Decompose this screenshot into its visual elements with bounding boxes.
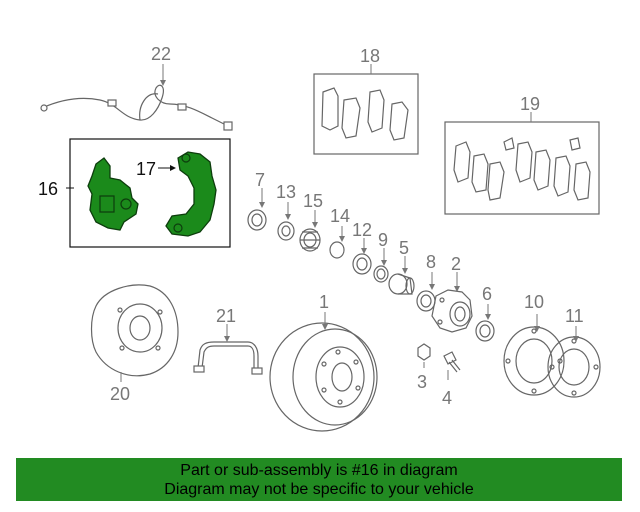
callout-7: 7 [255, 170, 265, 190]
callout-13: 13 [276, 182, 296, 202]
callout-8: 8 [426, 252, 436, 272]
part-17-caliper-bracket[interactable] [165, 151, 217, 237]
part-16-caliper[interactable] [87, 157, 139, 231]
callout-1: 1 [319, 292, 329, 312]
callout-14: 14 [330, 206, 350, 226]
part-10-gasket[interactable] [503, 314, 565, 396]
part-6-seal[interactable] [475, 304, 495, 342]
part-3-nut[interactable] [417, 343, 431, 368]
callout-12: 12 [352, 220, 372, 240]
part-11-gasket[interactable] [547, 326, 601, 398]
info-banner-line-2: Diagram may not be specific to your vehi… [164, 480, 474, 498]
part-7-seal[interactable] [247, 188, 267, 231]
part-1-disc-rotor[interactable] [269, 312, 378, 432]
callout-9: 9 [378, 230, 388, 250]
callout-21: 21 [216, 306, 236, 326]
callout-3: 3 [417, 372, 427, 392]
part-12-bearing[interactable] [352, 238, 372, 275]
part-8-seal[interactable] [416, 272, 436, 312]
callout-4: 4 [442, 388, 452, 408]
info-banner-line-1: Part or sub-assembly is #16 in diagram [180, 461, 458, 479]
callout-20: 20 [110, 384, 130, 404]
part-15-bearing[interactable] [299, 210, 321, 252]
part-9-ring[interactable] [373, 248, 389, 283]
part-14-snap-ring[interactable] [329, 226, 345, 259]
part-2-hub[interactable] [431, 272, 473, 333]
part-20-backing-plate[interactable] [90, 284, 179, 382]
callout-2: 2 [451, 254, 461, 274]
callout-5: 5 [399, 238, 409, 258]
callout-11: 11 [565, 306, 584, 326]
callout-17: 17 [136, 159, 156, 179]
callout-15: 15 [303, 191, 323, 211]
callout-22: 22 [151, 44, 171, 64]
callout-19: 19 [520, 94, 540, 114]
callout-10: 10 [524, 292, 544, 312]
callout-6: 6 [482, 284, 492, 304]
part-21-brake-hose[interactable] [193, 324, 263, 375]
callout-16: 16 [38, 179, 58, 199]
part-22-abs-sensor-wire[interactable] [40, 64, 233, 131]
info-banner: Part or sub-assembly is #16 in diagram D… [16, 458, 622, 501]
part-5-spacer[interactable] [388, 256, 415, 295]
part-16-17-caliper-group[interactable] [66, 138, 231, 248]
part-4-bolt[interactable] [443, 351, 461, 380]
callout-18: 18 [360, 46, 380, 66]
part-18-brake-pad-set[interactable] [313, 64, 419, 155]
part-13-bearing-race[interactable] [277, 202, 295, 241]
part-19-pad-support-kit[interactable] [444, 112, 600, 215]
